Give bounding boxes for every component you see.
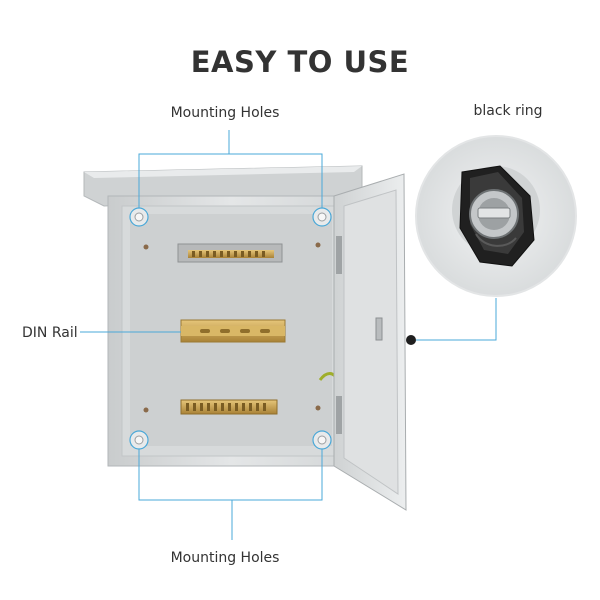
plate-screws <box>143 242 321 413</box>
mounting-holes-bottom-label: Mounting Holes <box>170 550 280 566</box>
din-rail <box>180 319 286 343</box>
enclosure-door <box>333 173 407 511</box>
black-ring-label: black ring <box>473 103 543 119</box>
mounting-holes-top-label: Mounting Holes <box>170 105 280 121</box>
terminal-bar-top <box>177 243 283 263</box>
din-rail-label: DIN Rail <box>22 325 78 341</box>
callout-lines <box>80 130 497 540</box>
headline: EASY TO USE <box>190 45 410 79</box>
black-ring-detail <box>415 135 577 297</box>
mounting-hole-top-right <box>312 207 332 227</box>
mounting-hole-bottom-left <box>129 430 149 450</box>
terminal-bar-bottom <box>180 399 278 415</box>
door-lock-icon <box>406 335 416 345</box>
mounting-hole-bottom-right <box>312 430 332 450</box>
mounting-hole-top-left <box>129 207 149 227</box>
